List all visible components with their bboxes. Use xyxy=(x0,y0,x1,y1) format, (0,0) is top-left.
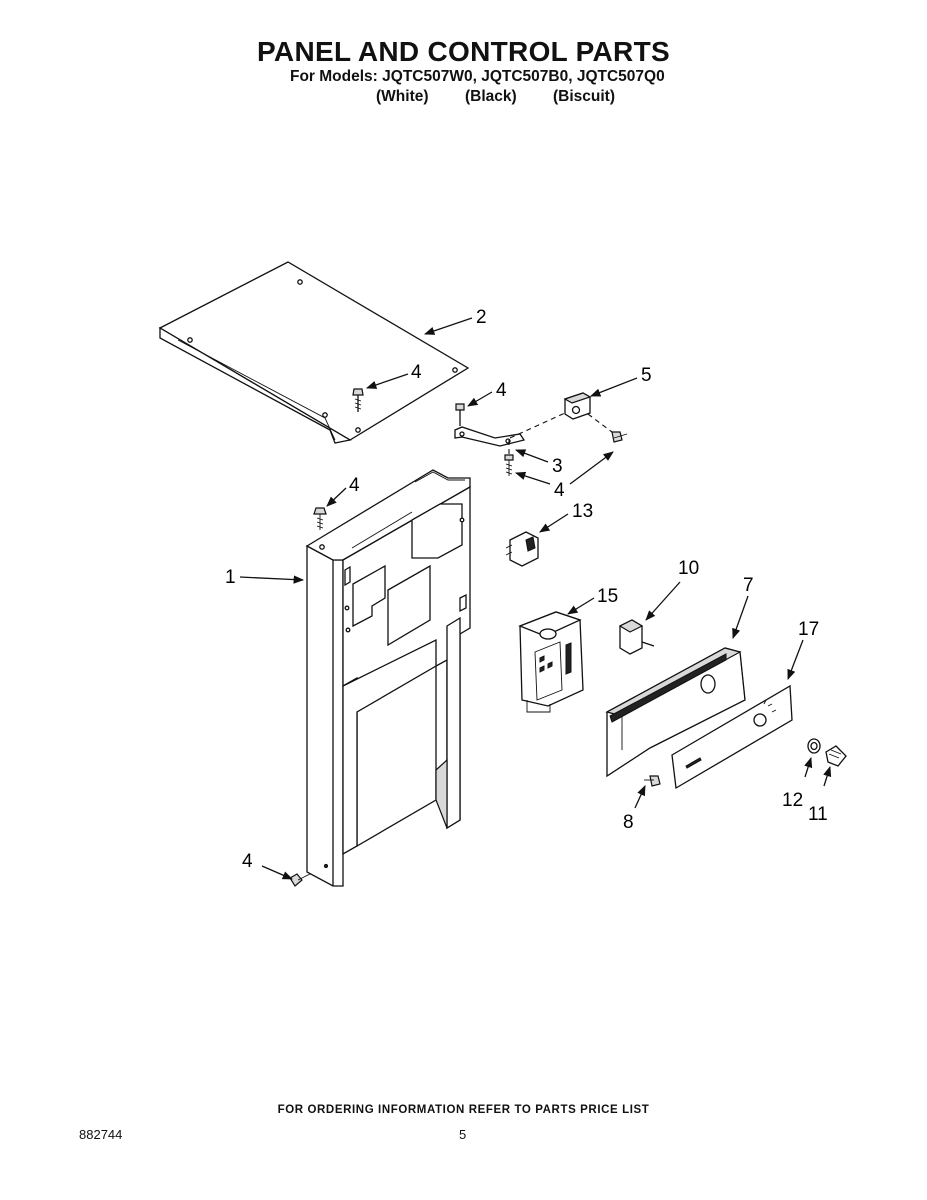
ordering-note: FOR ORDERING INFORMATION REFER TO PARTS … xyxy=(277,1104,650,1116)
callout-10: 10 xyxy=(678,558,699,579)
screw-part xyxy=(352,388,364,412)
variant-biscuit: (Biscuit) xyxy=(553,88,615,105)
knob-ring-part xyxy=(807,738,821,754)
control-housing-part xyxy=(518,611,584,713)
knob-part xyxy=(825,745,847,767)
models-line: For Models: JQTC507W0, JQTC507B0, JQTC50… xyxy=(290,68,665,85)
leader-lines xyxy=(239,317,832,880)
callout-7: 7 xyxy=(743,575,754,596)
callout-12: 12 xyxy=(782,790,803,811)
main-frame-part xyxy=(305,469,471,887)
screw-part xyxy=(289,873,311,887)
document-number: 882744 xyxy=(79,1127,123,1142)
knob-base-part xyxy=(618,619,655,655)
variant-black: (Black) xyxy=(465,88,517,105)
callout-4: 4 xyxy=(242,851,253,872)
screw-part xyxy=(313,507,327,530)
clip-part xyxy=(563,392,628,443)
control-panel-part xyxy=(605,647,746,778)
overlay-part xyxy=(671,684,793,790)
callout-1: 1 xyxy=(225,567,236,588)
callout-4: 4 xyxy=(554,480,565,501)
switch-part xyxy=(505,531,539,567)
callout-4: 4 xyxy=(349,475,360,496)
screw-part xyxy=(644,775,661,787)
page-title: PANEL AND CONTROL PARTS xyxy=(257,36,670,67)
callout-4: 4 xyxy=(411,362,422,383)
callout-8: 8 xyxy=(623,812,634,833)
callout-11: 11 xyxy=(808,804,828,825)
page-number: 5 xyxy=(459,1127,467,1142)
callout-15: 15 xyxy=(597,586,618,607)
variant-white: (White) xyxy=(376,88,429,105)
callout-2: 2 xyxy=(476,307,487,328)
callout-3: 3 xyxy=(552,456,563,477)
callout-17: 17 xyxy=(798,619,819,640)
callout-4: 4 xyxy=(496,380,507,401)
top-panel-part xyxy=(158,261,470,444)
bracket-part xyxy=(454,403,566,476)
callout-5: 5 xyxy=(641,365,652,386)
callout-13: 13 xyxy=(572,501,593,522)
